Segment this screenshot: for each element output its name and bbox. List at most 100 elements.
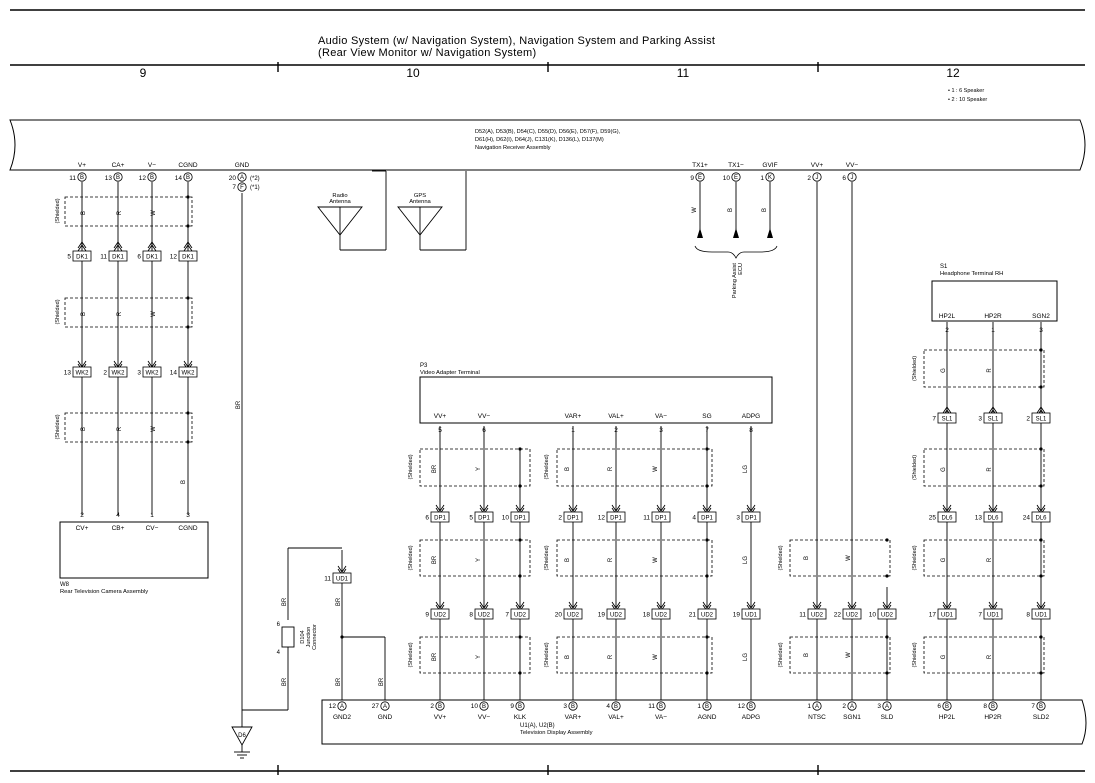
connector-ud2-num: 22 bbox=[834, 611, 842, 618]
connector-dk1-box bbox=[72, 250, 92, 262]
connector-wk2-code: WK2 bbox=[181, 370, 195, 376]
camera-pin-num: 1 bbox=[150, 512, 154, 519]
tv-pin-conn-circle bbox=[847, 701, 857, 711]
camera-pin-label: CV+ bbox=[76, 525, 89, 532]
arrow-up-icon bbox=[113, 241, 123, 252]
connector-dp1-code: DP1 bbox=[567, 515, 579, 521]
shield-drain-dot bbox=[885, 538, 889, 542]
tv-pin-num: 1 bbox=[697, 703, 701, 710]
tv-pin-num: 12 bbox=[329, 703, 337, 710]
receiver-pin-num: 13 bbox=[105, 175, 113, 182]
shielded-label: (Shielded) bbox=[912, 356, 918, 381]
junction-pin: 6 bbox=[277, 622, 281, 628]
connector-ud2-num: 8 bbox=[469, 611, 473, 618]
shield-drain-dot bbox=[705, 538, 709, 542]
shield-box-7 bbox=[556, 448, 713, 487]
camera-name: Rear Television Camera Assembly bbox=[60, 589, 148, 595]
connector-wk2-box bbox=[178, 366, 198, 378]
connector-ud2-box bbox=[606, 608, 626, 620]
shield-drain-dot bbox=[705, 574, 709, 578]
shielded-label: (Shielded) bbox=[912, 545, 918, 570]
connector-dp1-box bbox=[474, 511, 494, 523]
gnd-pin2-num: 7 bbox=[232, 184, 236, 191]
camera-pin-label: CB+ bbox=[112, 525, 125, 532]
shield-drain-dot bbox=[518, 635, 522, 639]
connector-wk2-box bbox=[72, 366, 92, 378]
shield-drain-dot bbox=[1039, 484, 1043, 488]
wire-color: BR bbox=[236, 400, 242, 409]
receiver-pin-conn-letter: E bbox=[698, 175, 702, 181]
tv-pin-conn-letter: B bbox=[1039, 704, 1043, 710]
shielded-label: (Shielded) bbox=[544, 454, 550, 479]
connector-ud1-num: 17 bbox=[929, 611, 937, 618]
wire-color: B bbox=[81, 211, 87, 215]
tv-pin-conn-letter: B bbox=[438, 704, 442, 710]
receiver-pin-conn-letter: A bbox=[240, 175, 244, 181]
tv-pin-conn-circle bbox=[1036, 701, 1046, 711]
tv-pin-label: SLD2 bbox=[1033, 714, 1050, 721]
shielded-label: (Shielded) bbox=[55, 198, 61, 223]
tv-pin-conn-circle bbox=[515, 701, 525, 711]
shield-box-8 bbox=[419, 539, 531, 577]
shield-drain-dot bbox=[186, 325, 190, 329]
tv-pin-num: 1 bbox=[807, 703, 811, 710]
radio-antenna-label: Radio bbox=[332, 193, 347, 199]
connector-dk1-num: 11 bbox=[100, 253, 107, 260]
connector-ud1-code: UD1 bbox=[1035, 612, 1048, 618]
shield-drain-dot bbox=[518, 574, 522, 578]
connector-ud2-box bbox=[563, 608, 583, 620]
ground-triangle-icon bbox=[231, 726, 253, 746]
tv-pin-conn-circle bbox=[882, 701, 892, 711]
connector-wk2-num: 13 bbox=[64, 369, 72, 376]
wire-color: B bbox=[81, 427, 87, 431]
camera-pin-num: 2 bbox=[80, 512, 84, 519]
shield-drain-dot bbox=[705, 447, 709, 451]
connector-dp1-box bbox=[430, 511, 450, 523]
shield-drain-dot bbox=[1039, 671, 1043, 675]
receiver-pin-label: CA+ bbox=[112, 162, 125, 169]
connector-ud2-box bbox=[510, 608, 530, 620]
receiver-pin-label: GND bbox=[235, 162, 250, 169]
camera-pin-num: 4 bbox=[116, 512, 120, 519]
tv-pin-label: NTSC bbox=[808, 714, 826, 721]
connector-dp1-box bbox=[510, 511, 530, 523]
connector-sl1-box bbox=[937, 412, 957, 424]
connector-ud1-num: 7 bbox=[978, 611, 982, 618]
tv-pin-num: 4 bbox=[606, 703, 610, 710]
wire-color: W bbox=[151, 311, 157, 317]
wire-color: LG bbox=[743, 653, 749, 661]
connector-ud2-num: 10 bbox=[869, 611, 877, 618]
wire-color: B bbox=[804, 653, 810, 657]
shielded-label: (Shielded) bbox=[912, 642, 918, 667]
connector-wk2-code: WK2 bbox=[75, 370, 89, 376]
shield-box-10 bbox=[419, 636, 531, 674]
connector-dk1-num: 5 bbox=[67, 253, 71, 260]
tv-pin-num: 8 bbox=[983, 703, 987, 710]
tv-pin-conn-letter: B bbox=[749, 704, 753, 710]
tv-pin-conn-circle bbox=[812, 701, 822, 711]
shield-drain-dot bbox=[1039, 385, 1043, 389]
tv-pin-conn-letter: B bbox=[482, 704, 486, 710]
arrow-up-icon bbox=[77, 241, 87, 252]
wire-color: W bbox=[653, 654, 659, 660]
wire-color: BR bbox=[432, 464, 438, 473]
receiver-pin-conn-letter: K bbox=[768, 175, 772, 181]
receiver-codes-1: D52(A), D53(B), D54(C), D55(D), D56(E), … bbox=[475, 129, 621, 135]
shield-drain-dot bbox=[885, 574, 889, 578]
shield-drain-dot bbox=[1039, 574, 1043, 578]
receiver-pin-num: 12 bbox=[139, 175, 147, 182]
camera-pin-label: CGND bbox=[178, 525, 197, 532]
gps-antenna-label: Antenna bbox=[409, 199, 431, 205]
camera-pin-label: CV− bbox=[146, 525, 159, 532]
connector-dl6-box bbox=[983, 511, 1003, 523]
tv-pin-conn-letter: A bbox=[383, 704, 387, 710]
headphone-pin-label: SGN2 bbox=[1032, 313, 1050, 320]
receiver-pin-num: 2 bbox=[807, 175, 811, 182]
connector-dk1-num: 12 bbox=[170, 253, 178, 260]
tv-pin-label: GND bbox=[378, 714, 393, 721]
column-number: 10 bbox=[406, 66, 420, 80]
tv-pin-label: VAR+ bbox=[565, 714, 582, 721]
connector-ud1-box bbox=[1031, 608, 1051, 620]
video-adapter-pin-label: SG bbox=[702, 413, 711, 420]
shield-drain-dot bbox=[518, 538, 522, 542]
